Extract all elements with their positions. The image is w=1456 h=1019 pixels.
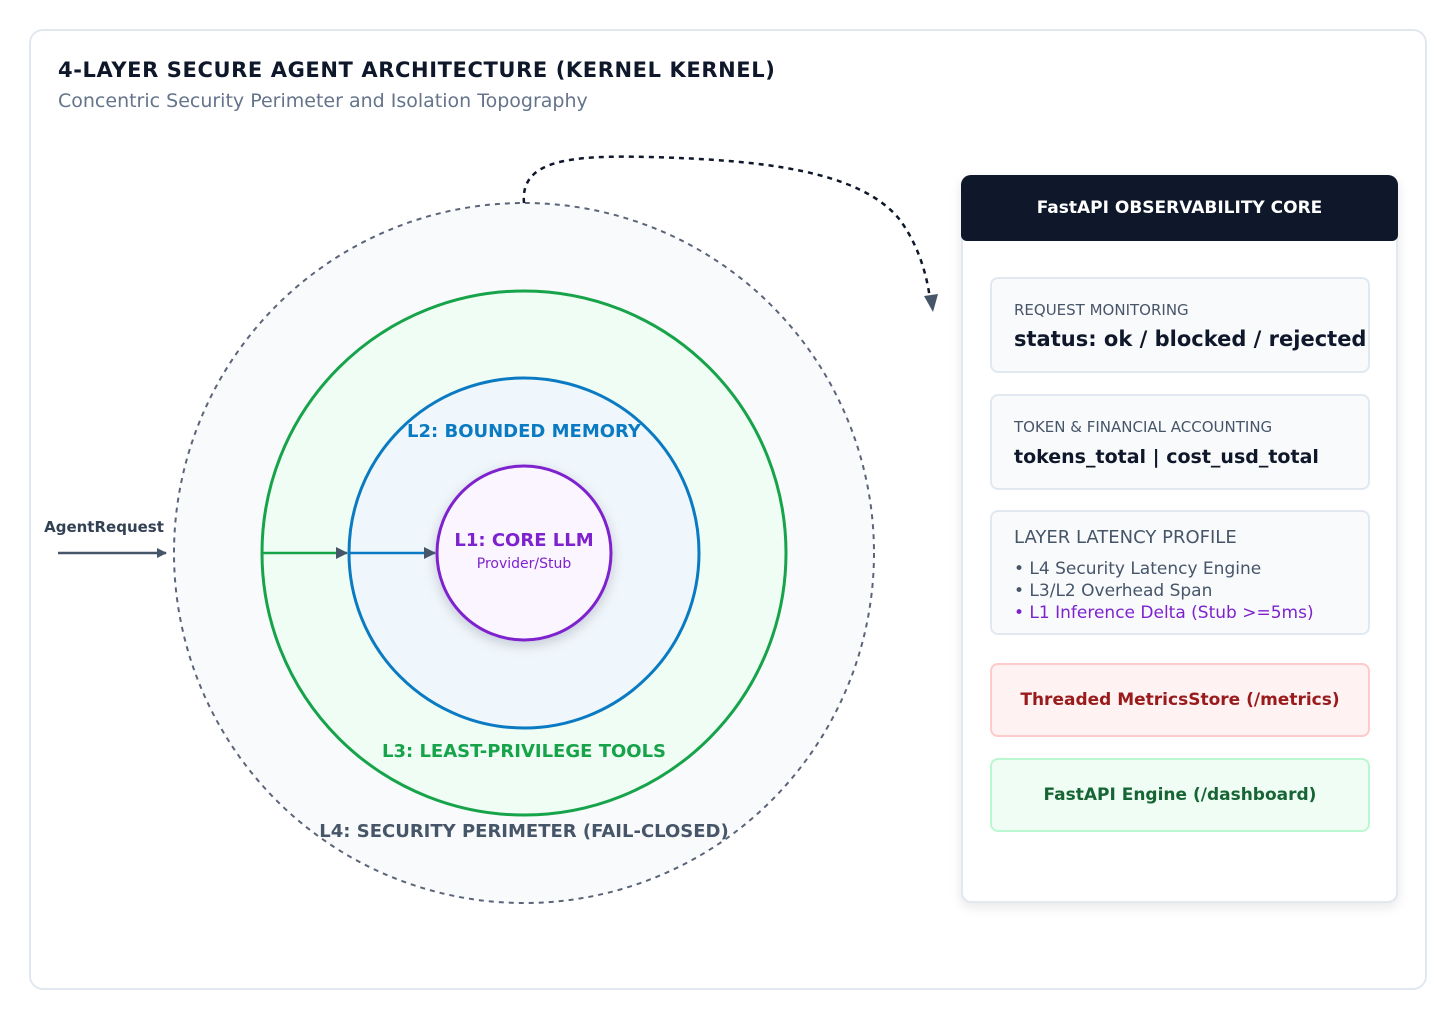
l1-core-llm — [435, 464, 613, 642]
telemetry-arrowhead — [924, 294, 938, 312]
l3-label: L3: LEAST-PRIVILEGE TOOLS — [382, 741, 666, 762]
request-monitoring-label: REQUEST MONITORING — [1014, 301, 1189, 319]
input-label: AgentRequest — [44, 518, 164, 536]
token-accounting-value: tokens_total | cost_usd_total — [1014, 446, 1319, 468]
request-monitoring-value: status: ok / blocked / rejected — [1014, 327, 1367, 351]
diagram-subtitle: Concentric Security Perimeter and Isolat… — [58, 90, 588, 112]
latency-profile-card: LAYER LATENCY PROFILE • L4 Security Late… — [990, 510, 1370, 635]
metrics-store-card: Threaded MetricsStore (/metrics) — [990, 663, 1370, 737]
request-monitoring-card: REQUEST MONITORING status: ok / blocked … — [990, 277, 1370, 373]
token-accounting-label: TOKEN & FINANCIAL ACCOUNTING — [1014, 418, 1273, 436]
observability-panel: FastAPI OBSERVABILITY CORE REQUEST MONIT… — [961, 175, 1398, 903]
panel-title: FastAPI OBSERVABILITY CORE — [961, 175, 1398, 241]
l1-sublabel: Provider/Stub — [477, 556, 572, 572]
l4-label: L4: SECURITY PERIMETER (FAIL-CLOSED) — [319, 821, 728, 842]
l1-label: L1: CORE LLM — [454, 530, 593, 551]
telemetry-curve-arrow — [522, 155, 933, 309]
token-accounting-card: TOKEN & FINANCIAL ACCOUNTING tokens_tota… — [990, 394, 1370, 490]
latency-item-l4: • L4 Security Latency Engine — [1014, 559, 1262, 579]
l2-label: L2: BOUNDED MEMORY — [407, 421, 642, 442]
latency-profile-label: LAYER LATENCY PROFILE — [1014, 527, 1237, 548]
diagram-title: 4-LAYER SECURE AGENT ARCHITECTURE (KERNE… — [58, 58, 776, 82]
fastapi-engine-card: FastAPI Engine (/dashboard) — [990, 758, 1370, 832]
latency-profile-list: • L4 Security Latency Engine • L3/L2 Ove… — [1014, 558, 1314, 624]
latency-item-l1: • L1 Inference Delta (Stub >=5ms) — [1014, 603, 1314, 623]
latency-item-l3l2: • L3/L2 Overhead Span — [1014, 581, 1213, 601]
